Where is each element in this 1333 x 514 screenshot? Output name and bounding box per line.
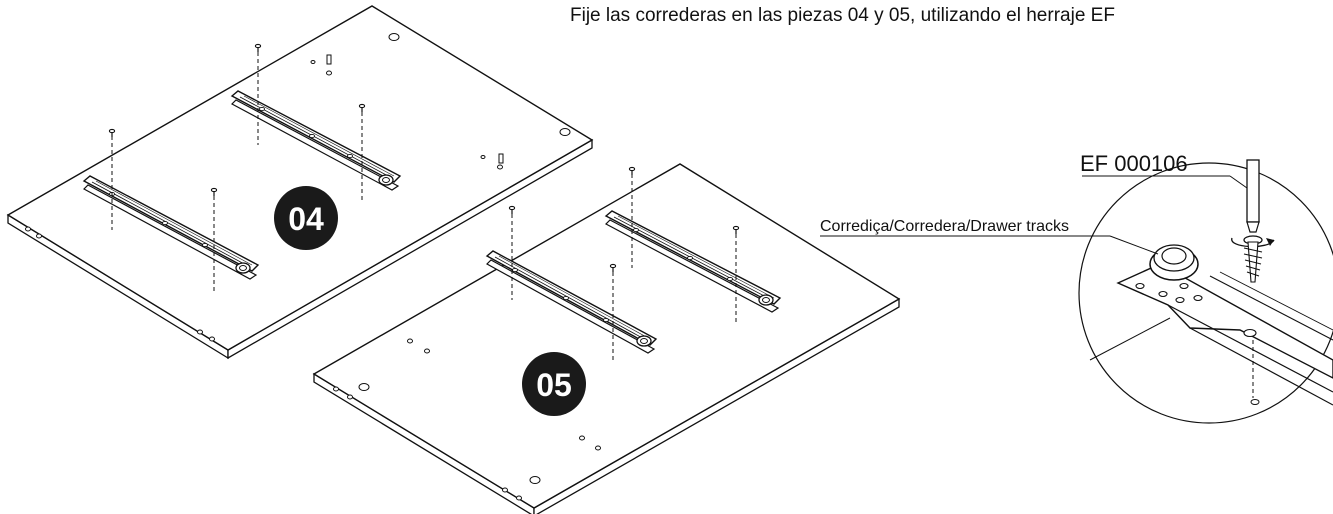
- panel-05: 05: [312, 163, 901, 514]
- panel-05-top: [312, 163, 901, 509]
- hardware-code-label: EF 000106: [1080, 151, 1188, 176]
- detail-screw: [1243, 235, 1263, 283]
- panel-04: 04: [6, 5, 594, 360]
- panel-04-top: [6, 5, 594, 351]
- detail-callout: EF 000106 Corrediça/Corredera/Drawer tra…: [820, 151, 1333, 424]
- panel-04-label: 04: [288, 201, 324, 237]
- panel-04-badge: [274, 186, 338, 250]
- screwdriver: [1246, 159, 1260, 233]
- panel-04-track-upper: [230, 90, 402, 191]
- panel-05-track-upper: [604, 210, 782, 313]
- panel-05-track-lower: [485, 250, 658, 354]
- panel-04-screws: [108, 43, 366, 292]
- drawer-track-label: Corrediça/Corredera/Drawer tracks: [820, 218, 1069, 235]
- panel-05-badge: [522, 352, 586, 416]
- panel-05-screws: [508, 166, 740, 362]
- detail-track: [1116, 244, 1333, 406]
- panel-05-label: 05: [536, 367, 572, 403]
- instruction-text: Fije las correderas en las piezas 04 y 0…: [570, 5, 1115, 26]
